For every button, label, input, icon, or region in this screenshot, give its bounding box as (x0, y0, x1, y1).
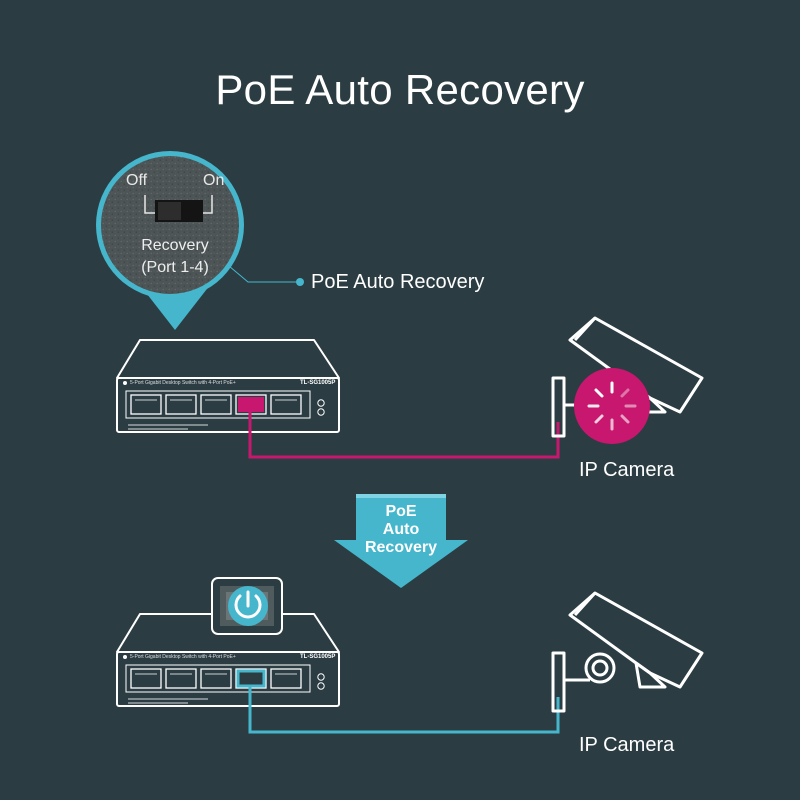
recovery-toggle-switch (144, 195, 213, 222)
loading-spinner-icon (587, 381, 637, 431)
camera-top-label: IP Camera (579, 459, 675, 481)
port-4-highlight-fault (238, 397, 264, 412)
recovery-arrow (334, 494, 468, 588)
camera-fault-indicator (574, 368, 650, 444)
arrow-label-line-2: Auto (382, 521, 420, 538)
recovery-label: Recovery (141, 237, 209, 254)
callout-label: PoE Auto Recovery (311, 271, 485, 293)
switch-bottom-model: TL-SG1005P (300, 654, 336, 660)
page-title: PoE Auto Recovery (215, 66, 585, 113)
port-range-label: (Port 1-4) (141, 259, 209, 276)
restart-icon (234, 590, 262, 619)
poe-cable-fault (248, 412, 560, 459)
arrow-label-line-1: PoE (385, 503, 417, 520)
switch-bottom-brand-text: 5-Port Gigabit Desktop Switch with 4-Por… (130, 654, 236, 660)
arrow-label-line-3: Recovery (364, 539, 438, 556)
poe-cable-recovered (248, 686, 560, 734)
poe-switch-top (116, 339, 340, 433)
switch-top-model: TL-SG1005P (300, 380, 336, 386)
ip-camera-bottom (551, 591, 704, 713)
magnified-switch-bubble (96, 151, 244, 330)
callout-leader-line (228, 265, 300, 283)
switch-top-brand-text: 5-Port Gigabit Desktop Switch with 4-Por… (130, 380, 236, 386)
callout-dot (296, 278, 304, 286)
camera-bottom-label: IP Camera (579, 734, 675, 756)
switch-off-label: Off (126, 172, 148, 189)
switch-on-label: On (203, 172, 225, 189)
